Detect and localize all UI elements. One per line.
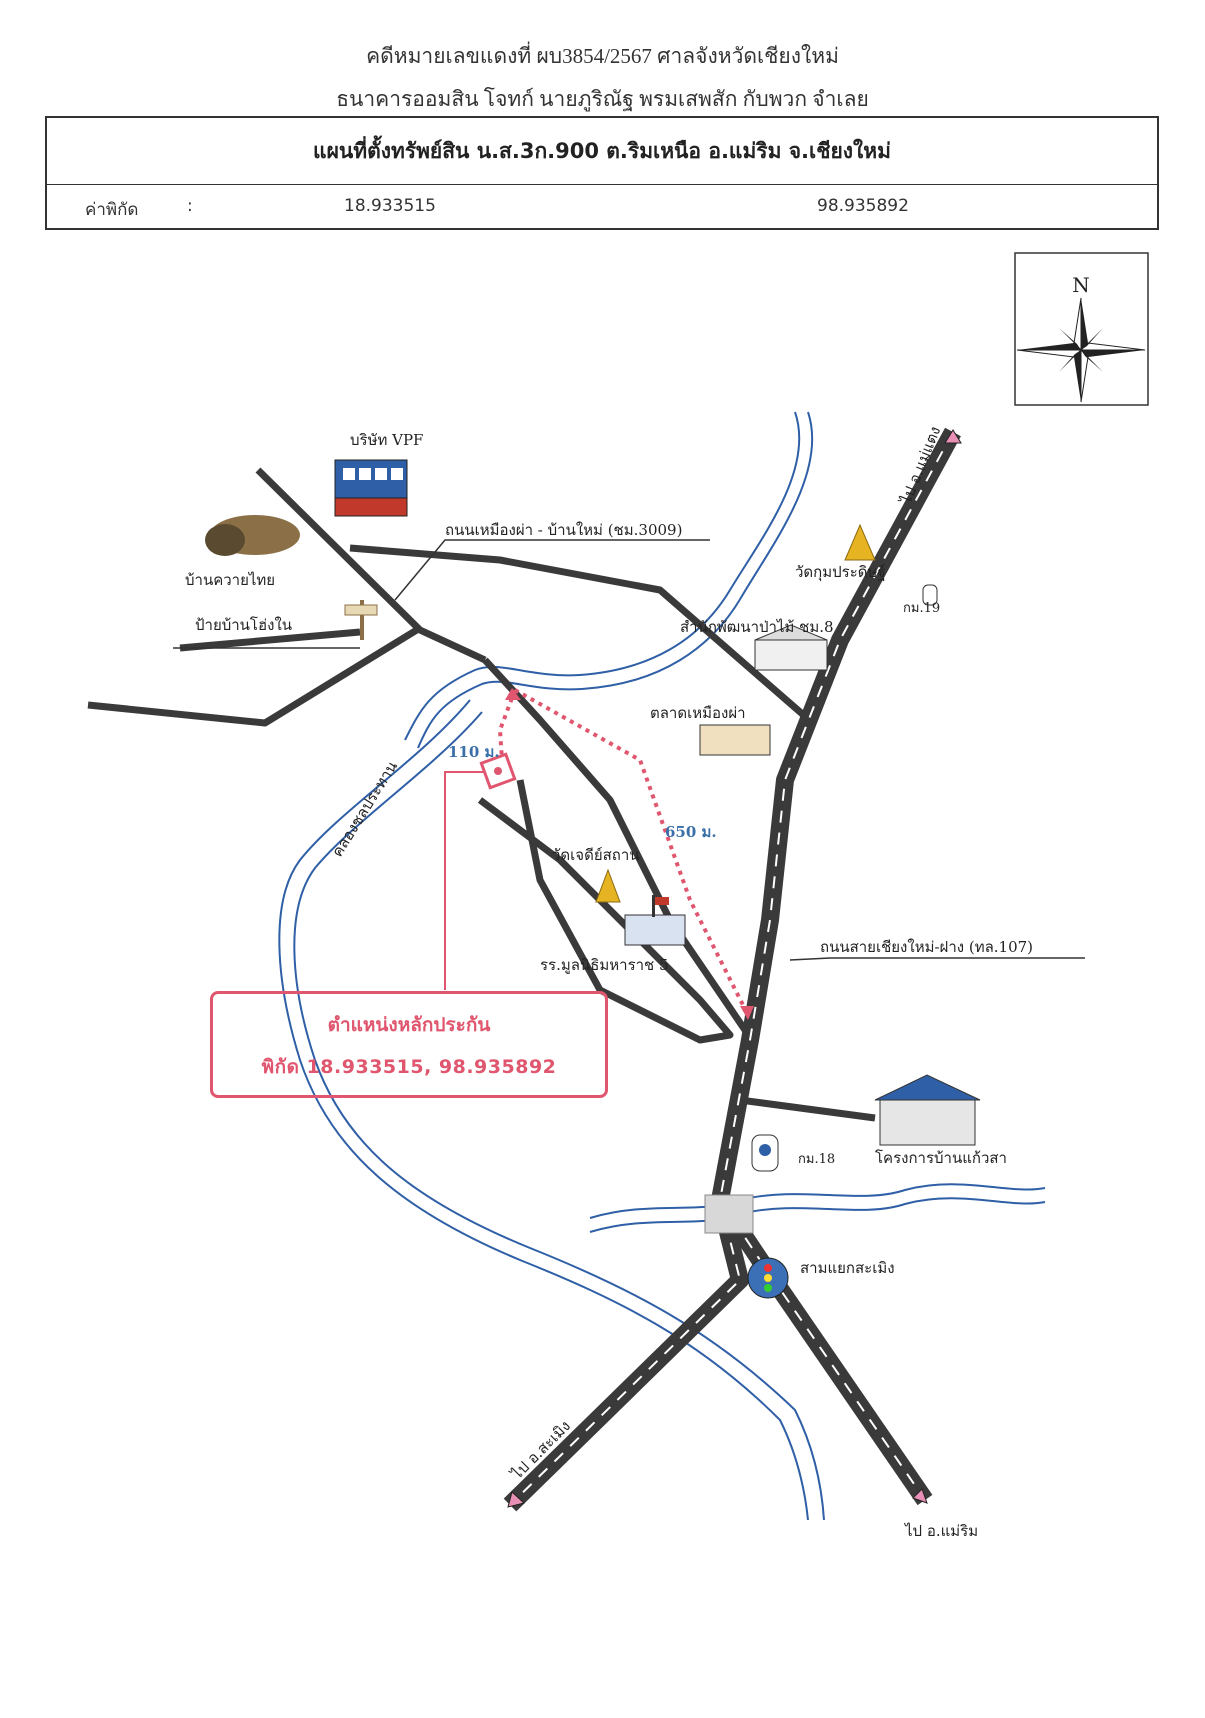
canal-bank (293, 711, 825, 1521)
milestone-icon-km18 (751, 1134, 779, 1172)
route-to-collateral (497, 688, 754, 1020)
label-vpf: บริษัท VPF (350, 431, 423, 449)
label-forestry: สำนักพัฒนาป่าไม้ ชม.8 (680, 618, 834, 636)
label-km19: กม.19 (903, 601, 940, 616)
label-ban-kwai-thai: บ้านควายไทย (185, 571, 275, 589)
label-highway-107: ถนนสายเชียงใหม่-ฝาง (ทล.107) (820, 938, 1033, 956)
direction-arrows (507, 429, 962, 1508)
vpf-building-icon (334, 459, 408, 517)
stream-south (589, 1183, 1046, 1219)
traffic-light-icon (747, 1257, 789, 1299)
label-road-3009: ถนนเหมืองผ่า - บ้านใหม่ (ชม.3009) (445, 521, 682, 539)
market-icon (699, 724, 771, 756)
arrow-to-mae-taeng (944, 429, 962, 444)
case-header-line2: ธนาคารออมสิน โจทก์ นายภูริณัฐ พรมเสพสัก … (336, 87, 869, 111)
map-title: แผนที่ตั้งทรัพย์สิน น.ส.3ก.900 ต.ริมเหนื… (47, 118, 1157, 185)
info-box: แผนที่ตั้งทรัพย์สิน น.ส.3ก.900 ต.ริมเหนื… (45, 116, 1159, 230)
case-header-line1: คดีหมายเลขแดงที่ ผบ3854/2567 ศาลจังหวัดเ… (366, 44, 839, 68)
label-to-mae-rim: ไป อ.แม่ริม (904, 1522, 978, 1540)
compass: N (1014, 252, 1149, 406)
canal-main (278, 699, 809, 1521)
forestry-building-icon (754, 624, 828, 671)
route-110m (497, 689, 517, 761)
callout-title: ตำแหน่งหลักประกัน (327, 1014, 491, 1036)
compass-north-label: N (1072, 273, 1090, 297)
coordinate-label: ค่าพิกัด (85, 200, 139, 220)
rivers (278, 411, 1046, 1521)
label-wat-chedi: วัดเจดีย์สถาน (552, 846, 640, 864)
compass-rose-icon (1016, 297, 1146, 403)
temple-icon-wat-chedi (595, 868, 621, 903)
label-junction: สามแยกสะเมิง (800, 1259, 895, 1277)
road-project (739, 1096, 876, 1122)
temple-icon-wat-kum (844, 523, 876, 561)
house-icon-project (874, 1074, 981, 1146)
buffalo-icon (205, 515, 300, 556)
road-central (482, 657, 748, 1032)
label-school: รร.มูลนิธิมหาราช 5 (540, 956, 669, 974)
road-west (87, 625, 422, 727)
bridge-icon (704, 1194, 754, 1234)
school-icon (624, 895, 686, 946)
label-project: โครงการบ้านแก้วสา (875, 1149, 1007, 1167)
road-3009 (349, 544, 818, 728)
longitude-value: 98.935892 (817, 196, 909, 216)
local-roads (87, 467, 876, 1122)
label-dist-650: 650 ม. (665, 823, 717, 841)
signpost-icon (344, 600, 378, 640)
label-canal: คลองชลประทาน (328, 758, 401, 860)
route-650m (514, 688, 750, 1016)
main-river-bank (417, 411, 814, 749)
label-pai-ban-hong-nai: ป้ายบ้านโฮ่งใน (195, 616, 292, 634)
road-hong-nai (179, 628, 361, 652)
road-loop (477, 779, 734, 1044)
arrow-to-mae-rim (912, 1488, 928, 1504)
coordinate-row: ค่าพิกัด : 18.933515 98.935892 (47, 184, 1157, 230)
coordinate-separator: : (187, 196, 193, 216)
label-market: ตลาดเหมืองผ่า (650, 704, 746, 722)
latitude-value: 18.933515 (344, 196, 436, 216)
callout-coordinates: พิกัด 18.933515, 98.935892 (261, 1056, 557, 1078)
map-labels: บริษัท VPF บ้านควายไทย ถนนเหมืองผ่า - บ้… (185, 424, 1033, 1540)
leader-lines (173, 539, 1085, 961)
main-river (404, 411, 801, 741)
milestone-icon-km19 (922, 584, 938, 606)
label-wat-kum: วัดกุมประดิษฐ์ (795, 563, 886, 582)
collateral-marker (444, 752, 517, 990)
label-dist-110: 110 ม. (448, 743, 500, 761)
arrow-to-samoeng (507, 1491, 526, 1508)
collateral-callout: ตำแหน่งหลักประกัน พิกัด 18.933515, 98.93… (210, 991, 608, 1098)
stream-south-bank (589, 1197, 1046, 1233)
label-km18: กม.18 (798, 1152, 835, 1167)
